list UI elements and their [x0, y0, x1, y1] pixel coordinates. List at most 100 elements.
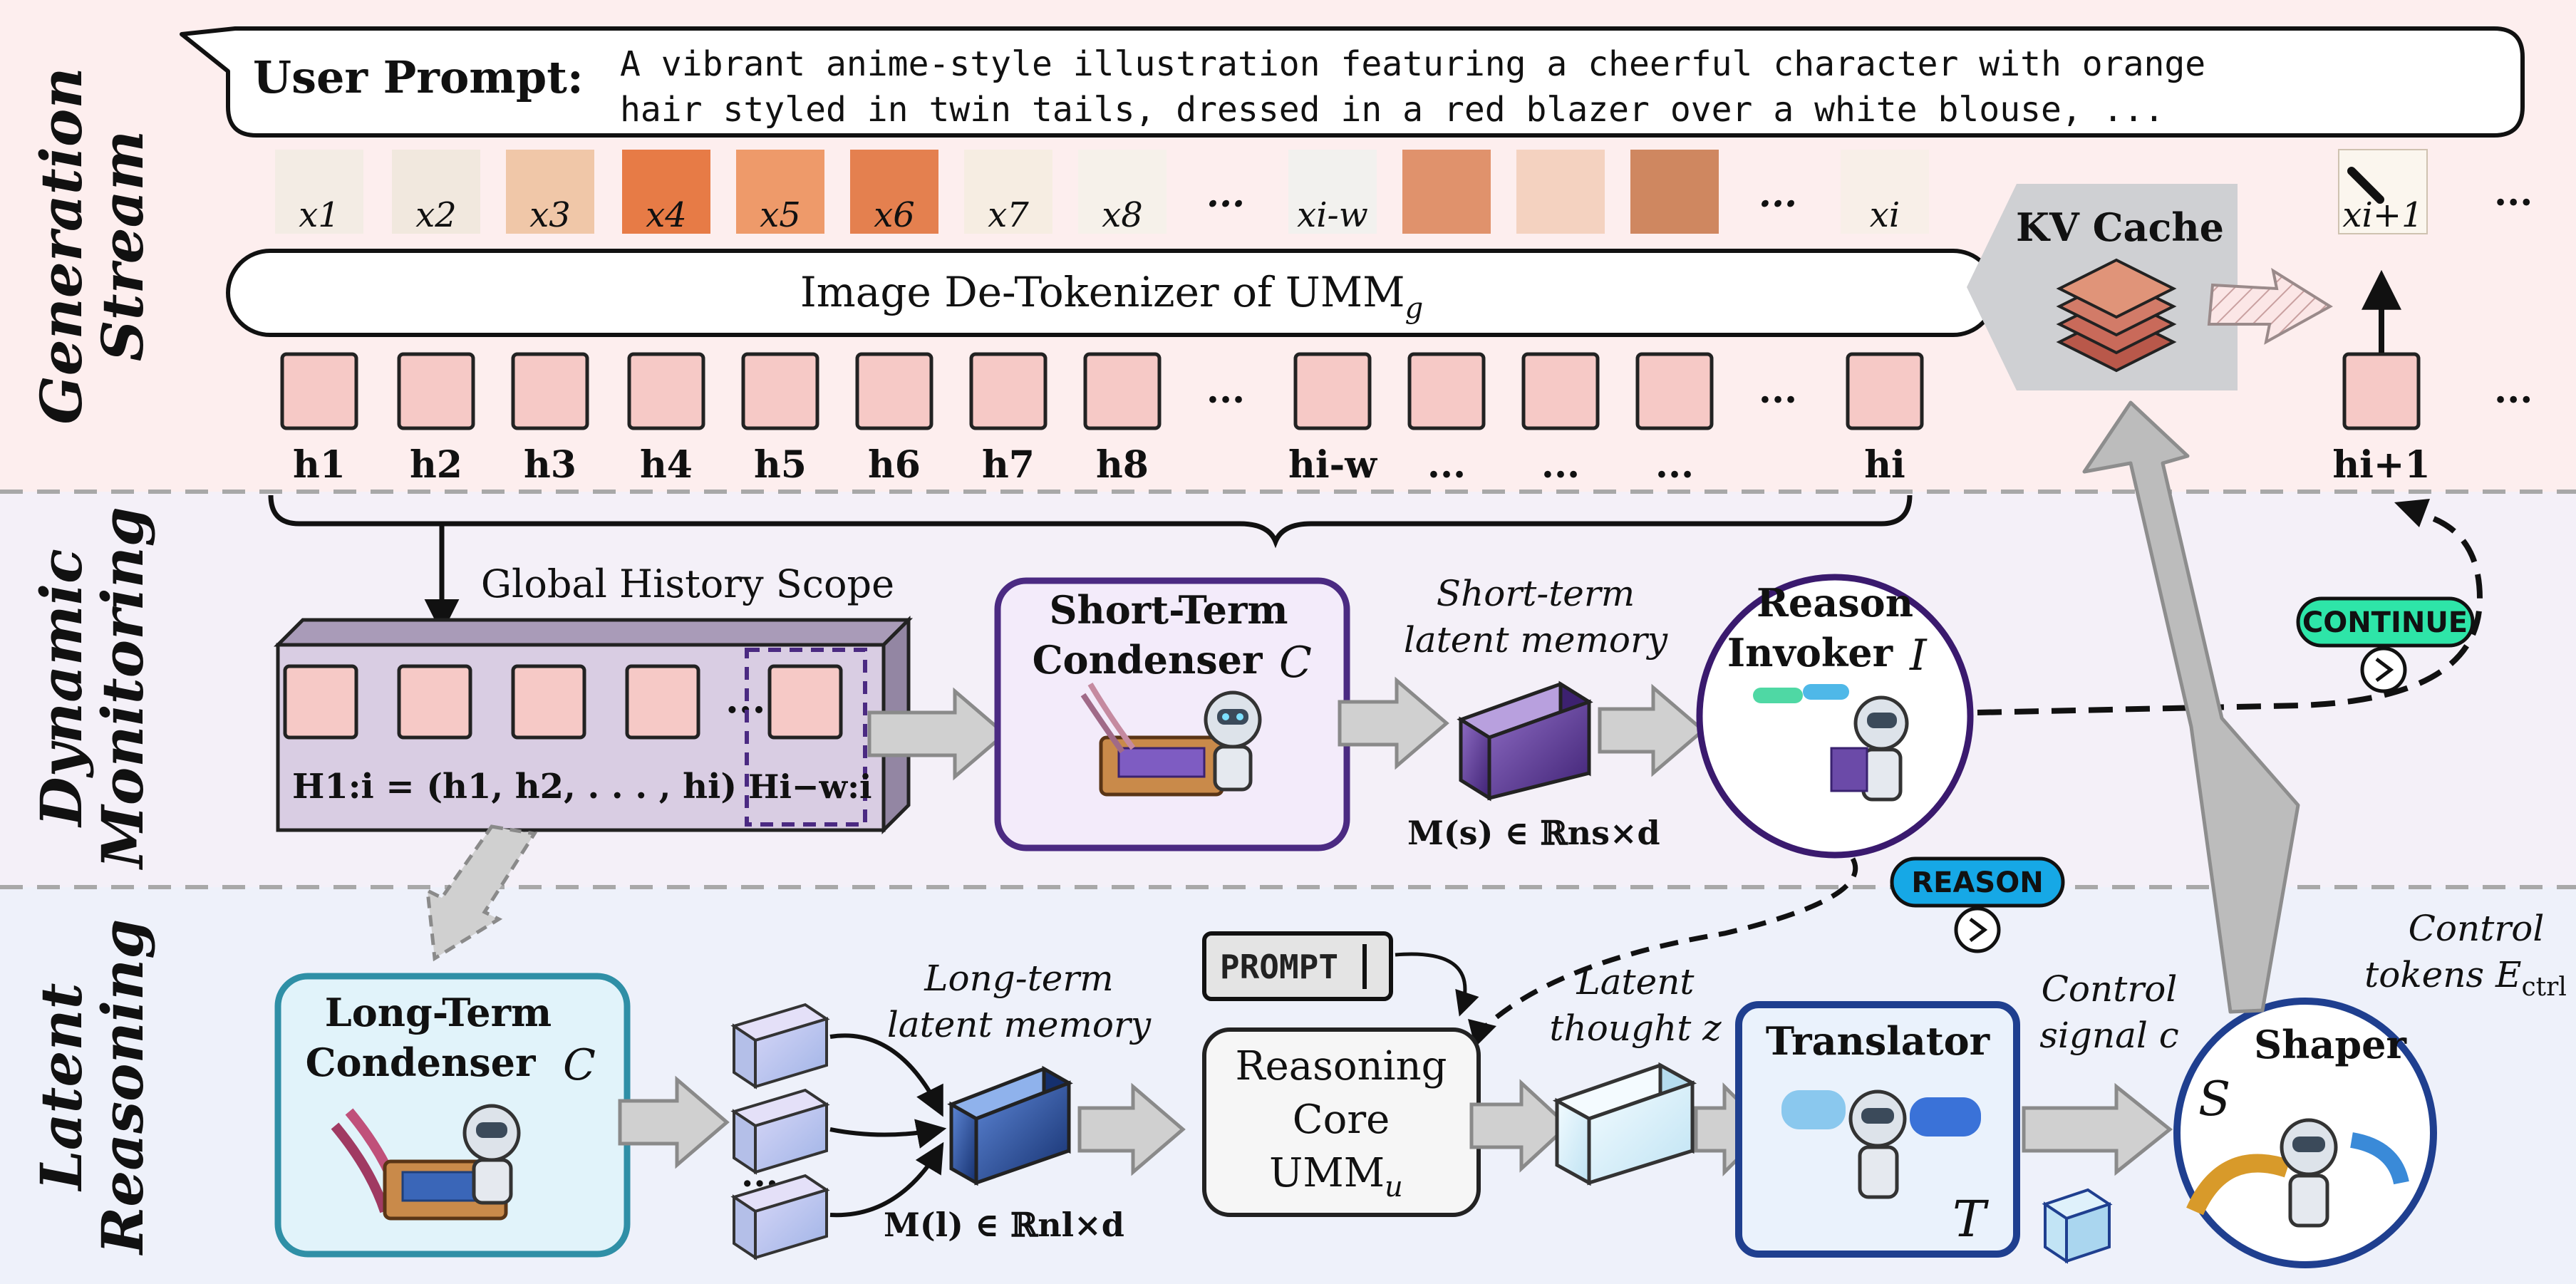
image-token-label: x4 — [646, 195, 687, 235]
reasoning-core-line-2: Core — [1293, 1097, 1390, 1143]
kv-cache-block: KV Cache — [1967, 184, 2333, 390]
svg-text:Dynamic: Dynamic — [28, 549, 95, 828]
hidden-token-label: h2 — [410, 443, 462, 487]
hidden-token-label: h6 — [868, 443, 921, 487]
image-token-label: x1 — [299, 195, 340, 235]
image-token-thumbnail — [1078, 150, 1167, 234]
history-to-long-term-arrow — [425, 824, 538, 962]
image-token-label: x3 — [529, 195, 571, 235]
image-token-label: x6 — [874, 195, 915, 235]
control-tokens-subscript: ctrl — [2521, 973, 2566, 1002]
long-term-title-1: Long-Term — [325, 990, 552, 1035]
invoker-robot-icon — [1753, 684, 1909, 802]
short-term-memory-label-1: Short-term — [1437, 573, 1635, 614]
next-hidden-ellipsis: ... — [2494, 368, 2533, 412]
reasoning-core-subscript: u — [1385, 1171, 1403, 1203]
reason-badge: REASON — [1890, 856, 2065, 953]
translator-title: Translator — [1766, 1018, 1990, 1064]
long-term-to-stack-arrow — [618, 1075, 730, 1169]
hidden-token-label: ... — [1655, 443, 1694, 487]
hidden-token — [741, 352, 819, 430]
hidden-token — [1521, 352, 1600, 430]
hidden-token — [855, 352, 933, 430]
hidden-token-label: hi-w — [1288, 443, 1377, 487]
history-token — [625, 664, 700, 740]
translator-robot-icon — [1781, 1089, 1981, 1199]
control-signal-cube — [2042, 1188, 2113, 1264]
hidden-token — [1635, 352, 1714, 430]
global-history-title: Global History Scope — [481, 561, 894, 606]
history-token-row — [283, 664, 843, 740]
shaper-symbol: S — [2198, 1072, 2230, 1127]
control-tokens-label-2: tokens E — [2364, 954, 2521, 995]
image-token-label: xi — [1870, 195, 1900, 235]
hidden-token-label: ... — [1427, 443, 1466, 487]
hidden-token — [511, 352, 589, 430]
hidden-token-label: h4 — [640, 443, 693, 487]
long-term-memory-label-1: Long-term — [924, 958, 1113, 999]
history-token — [511, 664, 586, 740]
dynamic-monitoring-label: Dynamic Monitoring — [28, 507, 156, 870]
reasoning-core: Reasoning Core UMMu — [1202, 1027, 1481, 1217]
image-token-thumbnail — [622, 150, 710, 234]
next-image-token-label: xi+1 — [2342, 195, 2423, 235]
control-signal-label-2: signal c — [2039, 1015, 2179, 1056]
memory-block-3 — [730, 1174, 830, 1260]
image-token-label: x8 — [1102, 195, 1143, 235]
image-token-thumbnail — [1288, 150, 1377, 234]
reasoning-core-line-1: Reasoning — [1235, 1043, 1447, 1089]
next-hidden-token — [2342, 352, 2421, 430]
translator-to-shaper-arrow — [2022, 1082, 2173, 1176]
svg-text:Latent: Latent — [28, 983, 95, 1191]
reason-invoker-title-1: Reason — [1757, 580, 1913, 626]
detokenizer-subscript: g — [1405, 292, 1424, 325]
control-tokens-label-1: Control — [2409, 908, 2545, 949]
reason-invoker-title-2: Invoker — [1727, 630, 1893, 675]
long-term-memory: Long-term latent memory M(l) ∈ ℝnl×d — [884, 958, 1152, 1244]
window-formula: Hi−w:i — [748, 767, 872, 806]
next-step-column: xi+1 ... hi+1 ... — [2332, 149, 2533, 487]
hidden-token — [627, 352, 705, 430]
svg-text:UMMu: UMMu — [1269, 1150, 1403, 1203]
prompt-tag-label: PROMPT — [1220, 948, 1338, 986]
history-token — [767, 664, 843, 740]
svg-text:Generation: Generation — [28, 67, 95, 424]
memory-block-1 — [730, 1003, 830, 1089]
latent-thought-label-2: thought z — [1549, 1008, 1722, 1049]
history-to-short-term-arrow — [867, 687, 1008, 781]
user-prompt-line-2: hair styled in twin tails, dressed in a … — [620, 90, 2164, 130]
continue-arrowhead — [2394, 499, 2430, 527]
hidden-token-label: ... — [1759, 368, 1797, 412]
prompt-tag: PROMPT — [1202, 931, 1479, 1017]
history-brace — [268, 495, 1913, 549]
generation-stream-label: Generation Stream — [28, 67, 156, 424]
reason-dashed-path — [1480, 857, 1858, 1032]
image-token-thumbnail — [275, 150, 363, 234]
image-detokenizer-bar: Image De-Tokenizer of UMMg — [226, 249, 1997, 337]
image-token-thumbnail — [1841, 150, 1929, 234]
reason-invoker: Reason Invoker I — [1696, 574, 1974, 859]
image-token-thumbnail — [1402, 150, 1491, 234]
reason-label: REASON — [1911, 866, 2043, 899]
latent-reasoning-label: Latent Reasoning — [28, 919, 156, 1255]
long-term-title-2: Condenser — [306, 1040, 536, 1085]
image-token-label: ... — [1759, 172, 1797, 216]
continue-dashed-path — [1977, 510, 2483, 715]
svg-text:Reasoning: Reasoning — [89, 919, 156, 1255]
memory-block-2 — [730, 1088, 830, 1175]
hidden-token-label: h3 — [524, 443, 576, 487]
sliding-window-box — [745, 648, 867, 827]
loom-robot-icon — [1080, 682, 1262, 797]
reasoning-core-line-3: UMM — [1269, 1150, 1385, 1196]
latent-thought: Latent thought z — [1549, 961, 1722, 1186]
continue-label: CONTINUE — [2302, 606, 2468, 639]
hidden-token — [969, 352, 1048, 430]
latent-thought-label-1: Latent — [1576, 961, 1695, 1003]
image-token-label: x2 — [415, 195, 457, 235]
history-token — [397, 664, 472, 740]
kv-cache-label: KV Cache — [2016, 204, 2224, 250]
memory-to-invoker-arrow — [1598, 683, 1706, 777]
hidden-token — [1407, 352, 1486, 430]
